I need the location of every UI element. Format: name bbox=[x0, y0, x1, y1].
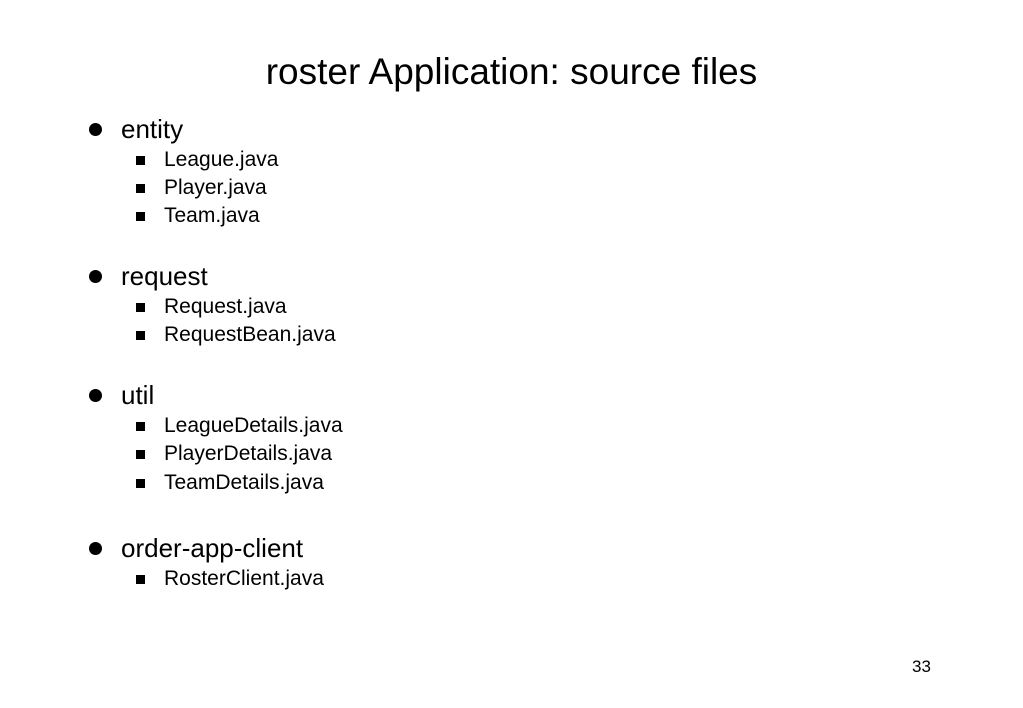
square-bullet-icon bbox=[136, 303, 145, 312]
group-label: request bbox=[121, 261, 208, 291]
round-bullet-icon bbox=[89, 123, 102, 136]
square-bullet-icon bbox=[136, 450, 145, 459]
file-name: Request.java bbox=[164, 295, 287, 318]
file-name: LeagueDetails.java bbox=[164, 414, 343, 437]
round-bullet-icon bbox=[89, 389, 102, 402]
file-name: League.java bbox=[164, 148, 279, 171]
square-bullet-icon bbox=[136, 575, 145, 584]
square-bullet-icon bbox=[136, 479, 145, 488]
file-name: RosterClient.java bbox=[164, 567, 324, 590]
group-label: util bbox=[121, 380, 155, 410]
round-bullet-icon bbox=[89, 270, 102, 283]
square-bullet-icon bbox=[136, 156, 145, 165]
square-bullet-icon bbox=[136, 212, 145, 221]
group-label: entity bbox=[121, 114, 184, 144]
slide-title: roster Application: source files bbox=[265, 51, 758, 92]
file-name: Team.java bbox=[164, 204, 260, 227]
file-name: TeamDetails.java bbox=[164, 471, 324, 494]
file-name: Player.java bbox=[164, 176, 267, 199]
square-bullet-icon bbox=[136, 331, 145, 340]
file-name: PlayerDetails.java bbox=[164, 442, 333, 465]
square-bullet-icon bbox=[136, 184, 145, 193]
round-bullet-icon bbox=[89, 542, 102, 555]
group-label: order-app-client bbox=[121, 533, 304, 563]
page-number: 33 bbox=[912, 657, 931, 676]
square-bullet-icon bbox=[136, 422, 145, 431]
file-name: RequestBean.java bbox=[164, 323, 336, 346]
